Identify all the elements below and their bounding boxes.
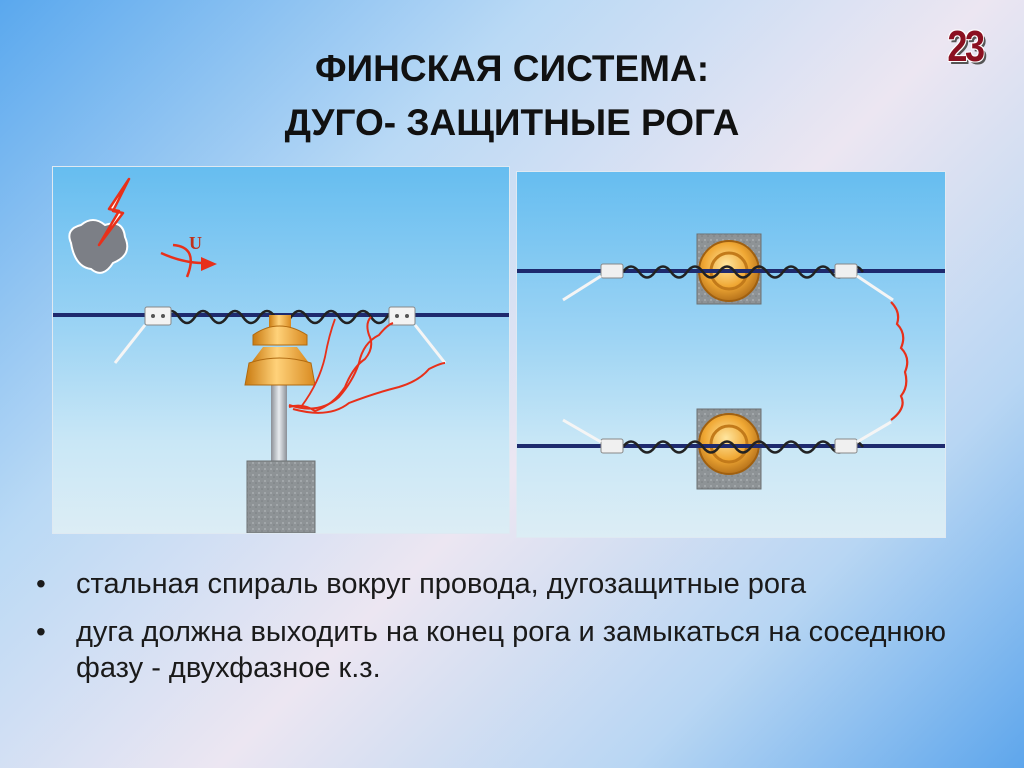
slide-number: 23 [947,22,985,71]
insulator [244,315,316,386]
phase-to-phase-arc [890,301,909,421]
bullet-text: дуга должна выходить на конец рога и зам… [76,616,947,684]
lightning-icon [97,177,131,247]
bullet-item: • стальная спираль вокруг провода, дугоз… [30,562,990,606]
bullet-marker: • [36,568,46,599]
voltage-label: U [189,233,202,253]
slide-title: ФИНСКАЯ СИСТЕМА: ДУГО- ЗАЩИТНЫЕ РОГА [0,42,1024,150]
title-line-2: ДУГО- ЗАЩИТНЫЕ РОГА [284,102,740,143]
diagram-two-phase [516,171,946,538]
cloud-icon [68,219,129,274]
arc-horn-left [113,324,147,364]
concrete-base [246,460,316,533]
electric-arc [288,316,373,413]
spiral-top [621,265,865,279]
title-line-1: ФИНСКАЯ СИСТЕМА: [314,48,710,89]
diagram-single-insulator-drawing: U [53,177,509,533]
bullet-list: • стальная спираль вокруг провода, дугоз… [30,562,990,694]
diagram-single-insulator: U [52,166,510,534]
clamp-left [144,306,172,326]
bullet-text: стальная спираль вокруг провода, дугозащ… [76,568,807,600]
voltage-arrow-icon [160,251,204,265]
insulator-pin [271,383,287,463]
bullet-marker: • [36,616,46,647]
bullet-item: • дуга должна выходить на конец рога и з… [30,614,990,686]
clamp-right [388,306,416,326]
diagram-two-phase-drawing [517,233,945,490]
arc-horn-right [413,324,447,364]
spiral-bottom [621,440,865,454]
